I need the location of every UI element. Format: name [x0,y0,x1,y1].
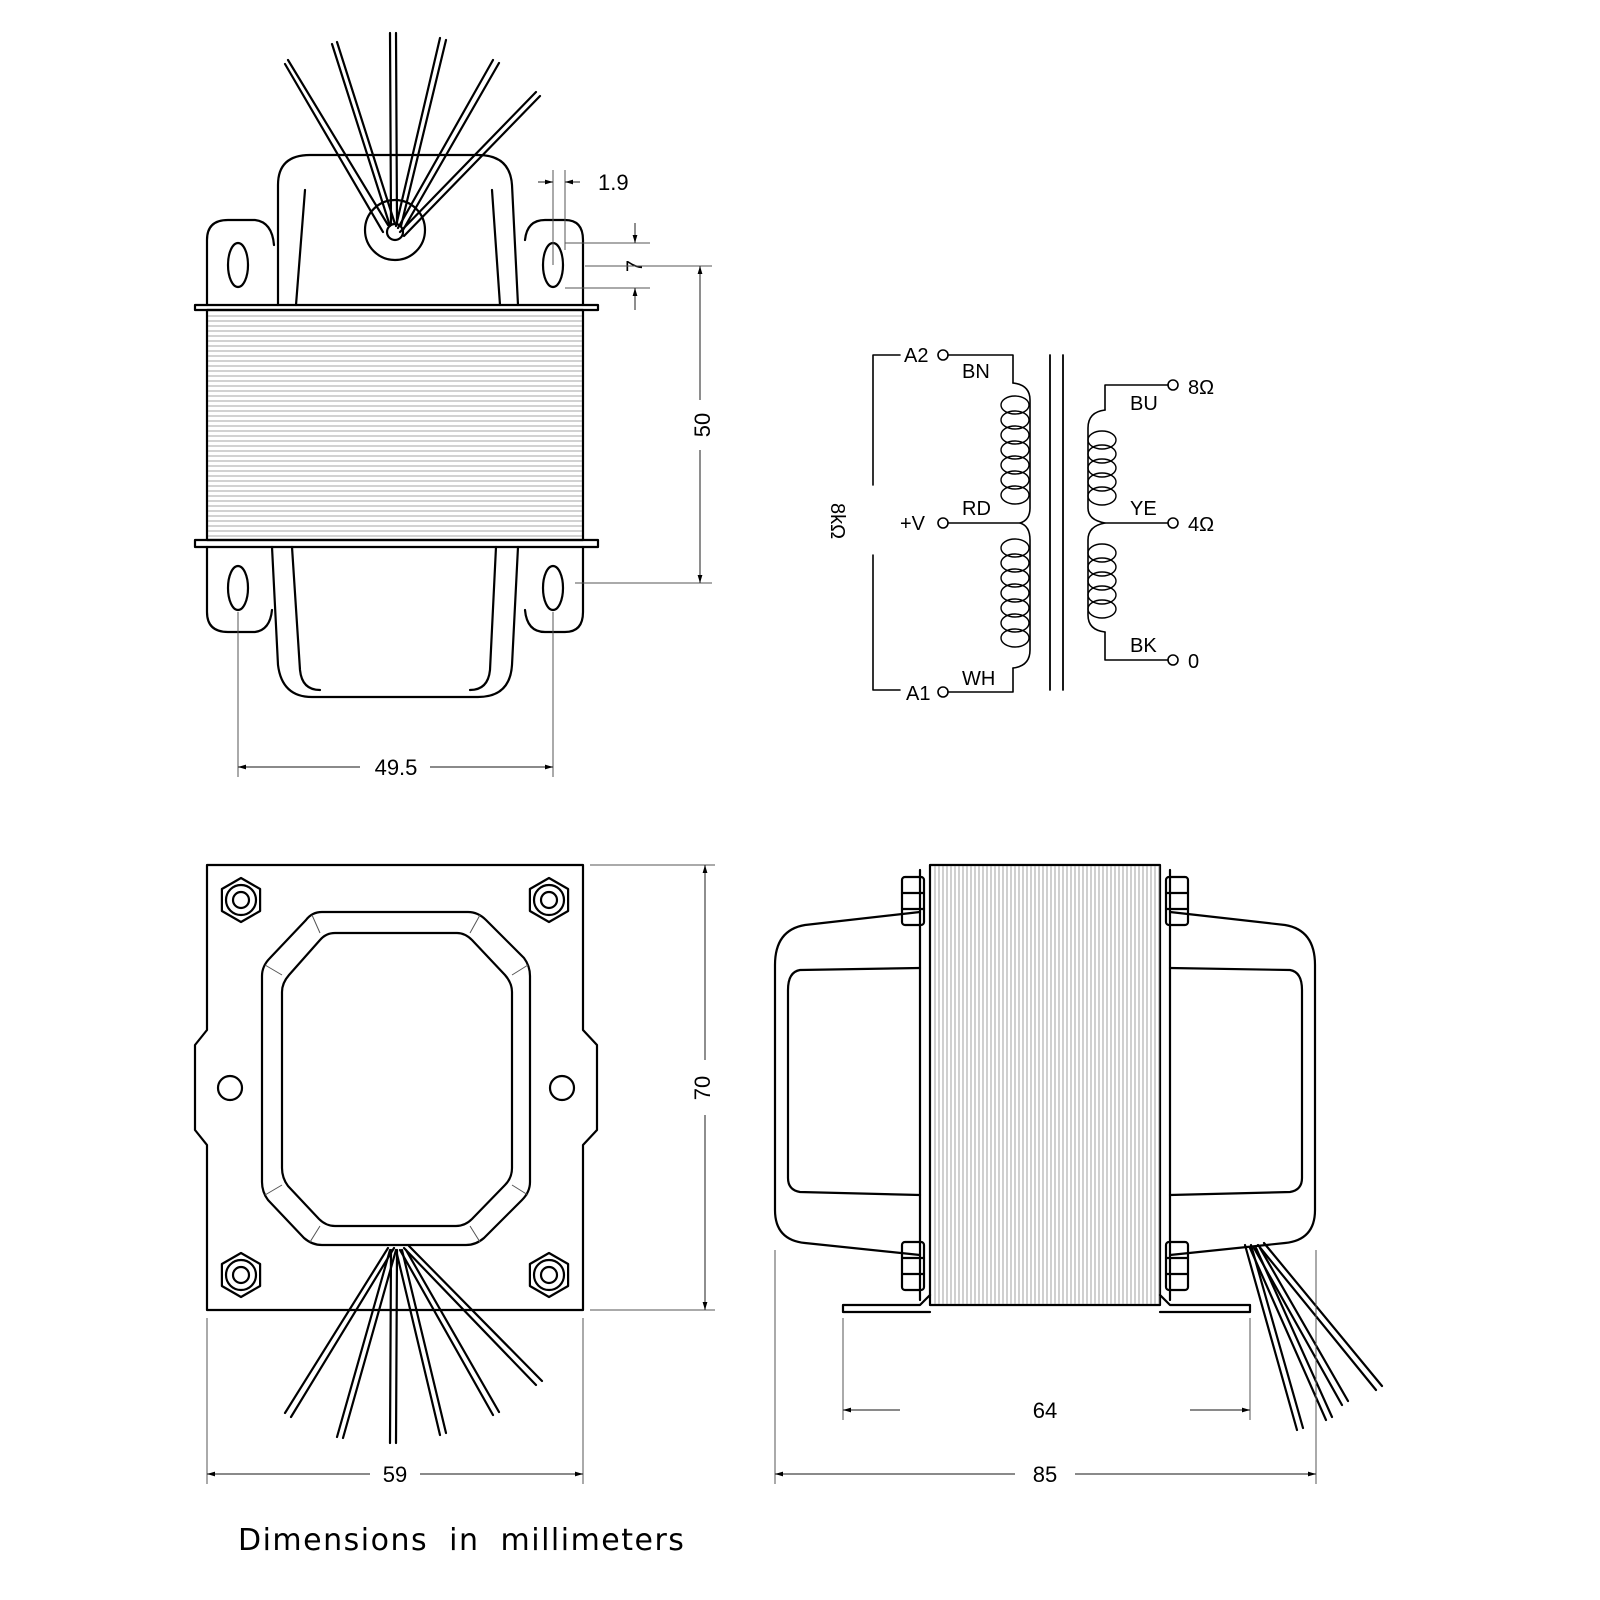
side-view: 64 85 [773,863,1384,1487]
mounting-slot [541,564,565,612]
bottom-right-ear [523,545,585,634]
dim-label: 85 [1033,1462,1057,1487]
coil-turn [1000,583,1030,603]
mounting-plate [193,863,599,1312]
dim-label: 49.5 [375,755,418,780]
secondary-coil [1087,430,1117,619]
top-view: 1.9 7 50 49.5 [193,31,715,780]
wire-color-label: BU [1130,393,1158,415]
coil-turn [1000,568,1030,588]
bolts [900,875,1190,1292]
bolt-nut-icon [1164,1240,1190,1292]
wire-color-label: BN [962,361,990,383]
left-bell [773,910,922,1257]
dim-label: 64 [1033,1398,1057,1423]
coil-turn [1000,628,1030,648]
terminal-label: +V [900,513,926,535]
left-foot [841,1293,932,1314]
dim-label: 59 [383,1462,407,1487]
wiring-schematic: 8kΩ A2 +V A1 BN RD WH 8Ω 4Ω 0 BU YE BK [826,345,1214,705]
wire-color-label: WH [962,668,995,690]
wire-color-label: RD [962,498,991,520]
coil-turn [1087,430,1117,450]
coil-turn [1000,598,1030,618]
coil-turn [1087,585,1117,605]
wire-color-label: YE [1130,498,1157,520]
lamination-lines [208,315,582,537]
coil-turn [1000,613,1030,633]
coil-turn [1000,485,1030,505]
top-left-ear [205,218,276,307]
dimension-foot-64: 64 [842,1318,1251,1423]
lead-wires [283,1244,544,1445]
mounting-hole [216,1074,244,1102]
coil-turn [1000,425,1030,445]
dim-label: 1.9 [598,170,629,195]
right-foot [1158,1293,1252,1314]
primary-coil [1000,395,1030,648]
coil-turn [1087,486,1117,506]
bottom-left-ear [205,545,274,634]
bottom-view: 70 59 [193,863,715,1487]
bolt-nut-icon [1164,875,1190,927]
coil-turn [1087,557,1117,577]
coil-turn [1000,553,1030,573]
coil-turn [1087,472,1117,492]
caption: Dimensions in millimeters [238,1523,685,1558]
top-bell-inner [294,188,502,307]
bolt-nut-icon [900,1240,926,1292]
mounting-hole [548,1074,576,1102]
dimension-height-70: 70 [590,864,715,1311]
lead-wires [1243,1241,1384,1432]
hex-nut-icon [220,1251,262,1299]
coil-turn [1000,455,1030,475]
lead-wires [283,31,542,238]
coil-turn [1000,410,1030,430]
mounting-slot [226,241,250,289]
coil-turn [1000,538,1030,558]
top-end-bell [276,153,520,307]
bottom-bell-inner [290,545,498,692]
hex-nut-icon [528,876,570,924]
hex-nut-icon [528,1251,570,1299]
coil-turn [1087,599,1117,619]
top-right-ear [523,218,585,307]
lamination-stack [928,863,1162,1307]
terminal-label: A1 [906,683,930,705]
bottom-end-bell [270,545,520,699]
bolt-nut-icon [900,875,926,927]
core-lines [1049,354,1064,691]
right-bell [1168,910,1317,1257]
dimension-height-50: 50 [575,265,715,584]
lamination-stack [205,308,585,542]
grommet [363,198,427,262]
coil-turn [1000,440,1030,460]
coil-window-inner [280,931,514,1228]
coil-turn [1087,571,1117,591]
primary-impedance-label: 8kΩ [826,503,848,539]
coil-turn [1000,395,1030,415]
dimension-slot-width: 1.9 [538,170,629,265]
dimension-width-59: 59 [206,1318,584,1487]
lamination-lines [934,866,1160,1304]
hex-nut-icon [220,876,262,924]
terminal-label: 4Ω [1188,514,1214,536]
mounting-slot [226,564,250,612]
bottom-plate [193,538,600,549]
dim-label: 70 [690,1076,715,1100]
dimension-overall-85: 85 [774,1250,1317,1487]
wire-color-label: BK [1130,635,1157,657]
coil-turn [1087,543,1117,563]
dim-label: 50 [690,413,715,437]
terminal-label: 0 [1188,651,1199,673]
coil-window-outer [260,910,532,1247]
nuts [220,876,570,1299]
terminal-label: A2 [904,345,928,367]
coil-turn [1000,470,1030,490]
coil-turn [1087,444,1117,464]
dimension-width-49-5: 49.5 [237,612,554,780]
terminal-label: 8Ω [1188,377,1214,399]
coil-turn [1087,458,1117,478]
